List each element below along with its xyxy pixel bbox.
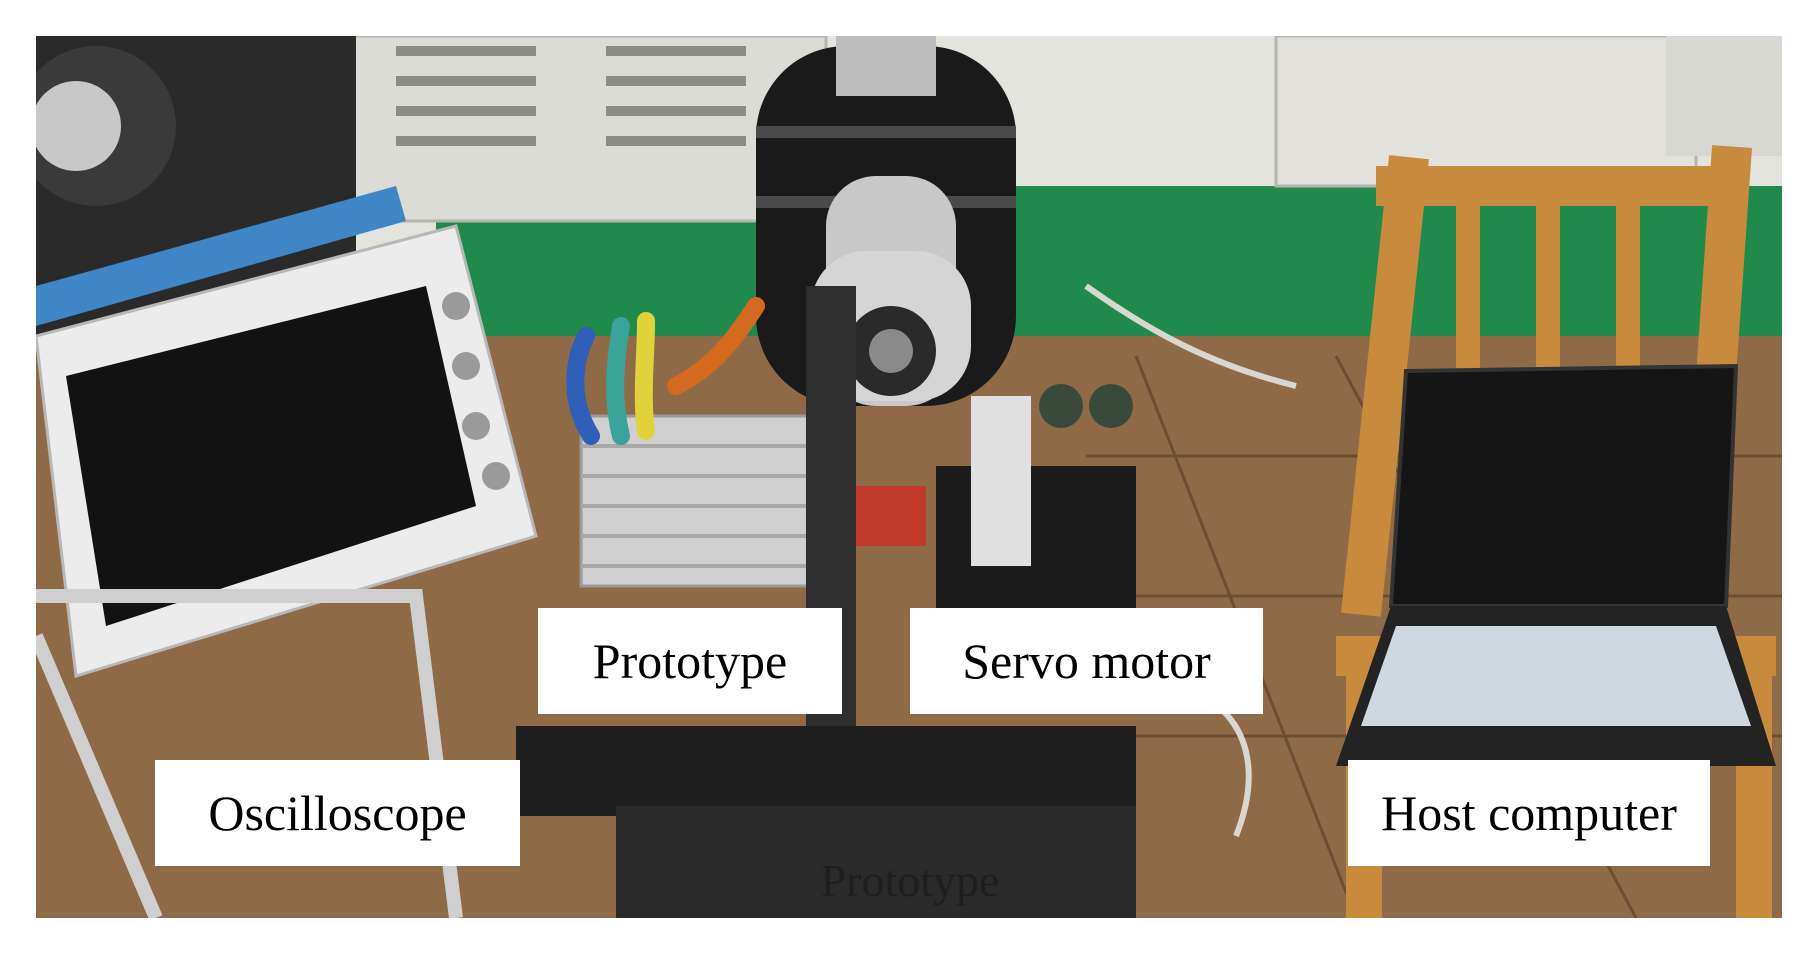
- prototype-motor-icon: [579, 414, 823, 588]
- servo-motor-label: Servo motor: [910, 608, 1263, 714]
- motor-cables: [566, 297, 765, 445]
- prototype-label: Prototype: [538, 608, 842, 714]
- coupling: [856, 486, 926, 546]
- servo-motor-icon: [936, 384, 1136, 636]
- cabinet-far-right: [1666, 36, 1782, 156]
- base-rail: [516, 726, 1136, 816]
- laptop-icon: [1336, 363, 1776, 766]
- oscilloscope-label: Oscilloscope: [155, 760, 520, 866]
- cabinet-right: [1274, 36, 1698, 188]
- mounting-plate: [806, 286, 856, 806]
- test-bench-photo: [36, 36, 1782, 918]
- oscilloscope-icon: [36, 186, 538, 678]
- prototype-overlay-label: Prototype: [820, 854, 1000, 906]
- host-computer-label: Host computer: [1348, 760, 1710, 866]
- cabinet-vents: [396, 46, 746, 146]
- cabinet-left: [344, 36, 828, 223]
